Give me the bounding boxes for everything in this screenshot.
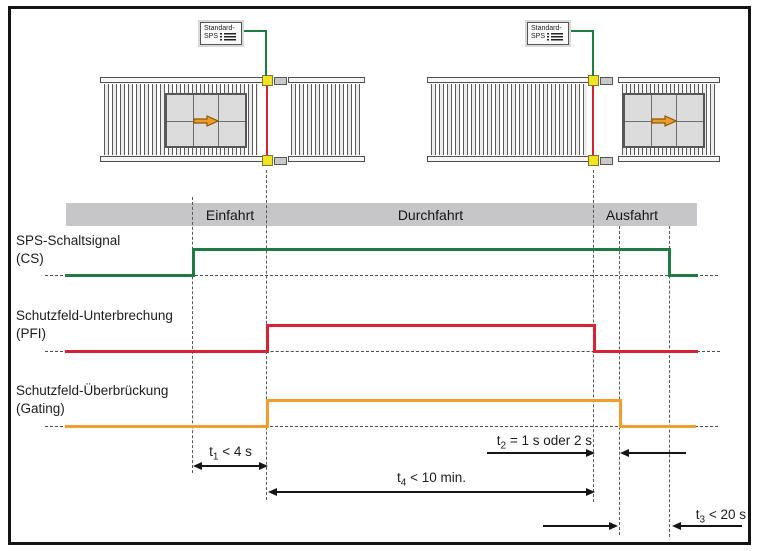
plc-rack-icon [551, 33, 564, 41]
package [165, 93, 247, 148]
arrow-right-icon [586, 488, 595, 496]
gating-high-segment [266, 399, 622, 402]
conveyor-rail [288, 156, 365, 162]
signal-label-cs-line2: (CS) [16, 251, 44, 266]
plc-terminal-icon [547, 33, 550, 41]
timing-t4-label: t4 < 10 min. [397, 470, 466, 489]
plc-box: Standard- SPS [200, 22, 242, 45]
plc-box: Standard- SPS [527, 22, 569, 45]
cs-low-segment [65, 274, 195, 277]
light-curtain-beam [592, 86, 594, 155]
plc-wire [242, 30, 267, 32]
t3-arrow-right [543, 522, 618, 530]
plc-wire [569, 30, 594, 32]
pfi-high-segment [266, 324, 596, 327]
event-guide-5 [669, 226, 670, 537]
gating-low-segment [619, 425, 696, 428]
arrow-right-icon [609, 522, 618, 530]
package [623, 93, 705, 148]
arrow-left-icon [620, 449, 629, 457]
signal-label-gating-line2: (Gating) [16, 401, 65, 416]
sensor-housing-top [600, 77, 613, 85]
muting-sensor-top [588, 75, 599, 86]
t3-arrow-left [672, 522, 742, 530]
plc-terminal-icon [220, 33, 223, 41]
pfi-rising-edge [266, 324, 269, 353]
gating-rising-edge [266, 399, 269, 428]
t2-arrow-right [487, 449, 595, 457]
event-guide-1 [192, 197, 193, 473]
timing-t1-label: t1 < 4 s [209, 444, 252, 463]
plc-label-line2: SPS [204, 33, 219, 40]
muting-sensor-bottom [262, 155, 273, 166]
event-guide-4 [619, 226, 620, 535]
plc-label-line2: SPS [531, 33, 546, 40]
arrow-left-icon [268, 488, 277, 496]
conveyor-rail [427, 156, 590, 162]
gating-falling-edge [619, 399, 622, 428]
pfi-low-segment [593, 350, 698, 353]
signal-label-gating-line1: Schutzfeld-Überbrückung [16, 383, 169, 398]
sensor-housing-top [274, 77, 287, 85]
conveyor-rail [427, 77, 590, 83]
conveyor-rail [618, 156, 720, 162]
figure-border [8, 6, 751, 545]
plc-wire [592, 30, 594, 76]
light-curtain-beam [266, 86, 268, 155]
arrow-right-icon [259, 462, 268, 470]
plc-rack-icon [224, 33, 237, 41]
roller-section [431, 84, 587, 155]
phase-band [66, 203, 697, 226]
signal-label-pfi-line2: (PFI) [16, 326, 46, 341]
t4-arrow [268, 488, 595, 496]
sensor-housing-bottom [274, 157, 287, 165]
muting-sensor-bottom [588, 155, 599, 166]
arrow-right-icon [586, 449, 595, 457]
conveyor-rail [288, 77, 365, 83]
t1-arrow [193, 462, 268, 470]
conveyor-rail [100, 77, 263, 83]
pfi-low-segment [65, 350, 269, 353]
pfi-falling-edge [593, 324, 596, 353]
plc-label-line1: Standard- [204, 25, 235, 32]
gating-low-segment [65, 425, 269, 428]
conveyor-rail [100, 156, 263, 162]
cs-low-segment [668, 274, 698, 277]
timing-t3-label: t3 < 20 s [695, 507, 746, 526]
timing-t2-label: t2 = 1 s oder 2 s [496, 433, 592, 452]
baseline-pfi [45, 351, 720, 352]
direction-arrow-icon [193, 114, 219, 127]
t2-arrow-left [620, 449, 686, 457]
cs-rising-edge [192, 248, 195, 277]
phase-label-ausfahrt: Ausfahrt [605, 207, 659, 223]
cs-falling-edge [668, 248, 671, 277]
muting-sensor-top [262, 75, 273, 86]
signal-label-cs-line1: SPS-Schaltsignal [16, 233, 121, 248]
baseline-gating [45, 426, 718, 427]
signal-label-pfi-line1: Schutzfeld-Unterbrechung [16, 308, 173, 323]
arrow-left-icon [672, 522, 681, 530]
plc-wire [265, 30, 267, 76]
baseline-cs [45, 275, 718, 276]
phase-label-einfahrt: Einfahrt [205, 207, 255, 223]
conveyor-rail [618, 77, 720, 83]
arrow-left-icon [193, 462, 202, 470]
sensor-housing-bottom [600, 157, 613, 165]
direction-arrow-icon [651, 114, 677, 127]
phase-label-durchfahrt: Durchfahrt [397, 207, 464, 223]
plc-label-line1: Standard- [531, 25, 562, 32]
roller-section [291, 84, 363, 155]
cs-high-segment [192, 248, 671, 251]
